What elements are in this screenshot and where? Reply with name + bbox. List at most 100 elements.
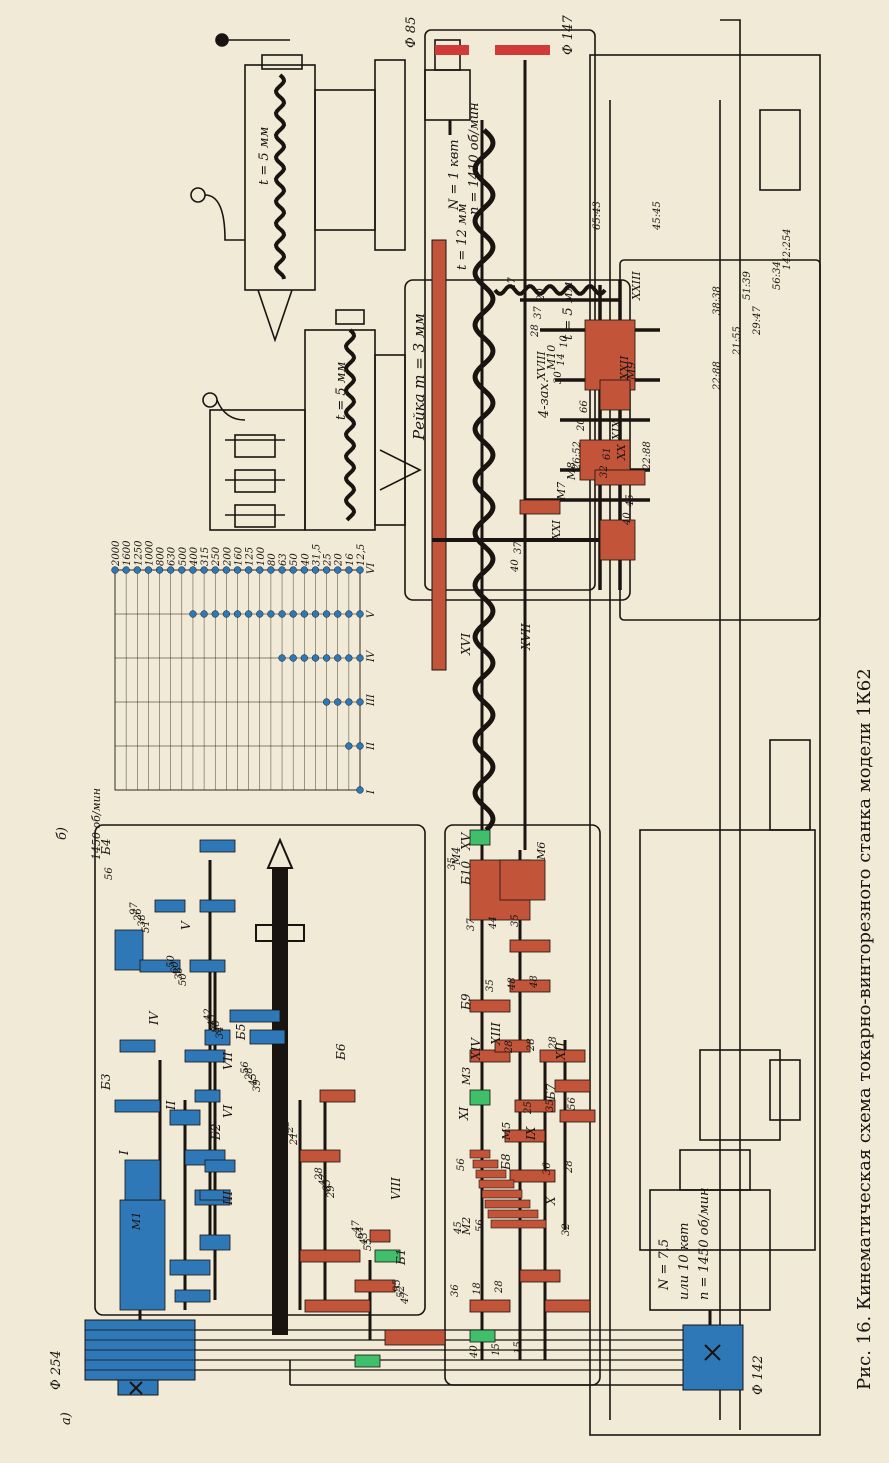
speed-node xyxy=(200,566,208,574)
speed-node xyxy=(334,566,342,574)
gear-number-apron: 20 xyxy=(576,418,587,432)
speed-node xyxy=(356,654,364,662)
gear-number-feed: 56 xyxy=(475,1219,486,1232)
gear-red xyxy=(594,469,646,486)
gear-blue xyxy=(114,929,144,971)
gear-number-apron: 37 xyxy=(513,541,524,554)
speed-node xyxy=(356,742,364,750)
gear-number-headstock: 50 xyxy=(178,973,189,986)
speed-node xyxy=(311,610,320,618)
speed-node xyxy=(345,566,353,574)
gear-blue xyxy=(199,1189,231,1201)
shaft-label-feed: XIII xyxy=(489,1022,503,1046)
speed-rpm-label: 125 xyxy=(245,547,256,566)
clutch-label: М6 xyxy=(535,842,548,861)
shaft-label-apron: XXIII xyxy=(630,271,643,301)
speed-column-label: III xyxy=(366,693,377,707)
gear-number-headstock: 28 xyxy=(314,1167,325,1181)
gear-number-feed: 28 xyxy=(526,1038,537,1052)
shaft-label-feed: XVII xyxy=(519,623,533,651)
gear-number-feed: 28 xyxy=(564,1160,575,1174)
gear-blue xyxy=(119,1039,156,1053)
speed-ratio-label: 22:88 xyxy=(712,361,723,391)
gear-number-headstock: 35 xyxy=(281,1120,292,1133)
gear-number-headstock: 50 xyxy=(166,955,177,968)
speed-node xyxy=(311,654,320,662)
gear-number-apron: 30 xyxy=(553,371,564,384)
speed-node xyxy=(167,566,175,574)
gear-red xyxy=(354,1279,396,1293)
block-label: Б8 xyxy=(499,1153,513,1171)
speed-node xyxy=(222,610,231,618)
speed-node xyxy=(278,654,286,662)
gear-number-feed: 36 xyxy=(450,1284,461,1297)
norton-cone-gears xyxy=(469,1149,547,1229)
gear-red xyxy=(384,1329,446,1346)
speed-node xyxy=(356,698,364,706)
speed-node xyxy=(289,566,297,574)
gear-number-feed: 25 xyxy=(523,1101,534,1115)
shaft-label-headstock: III xyxy=(221,1191,235,1206)
gear-number-headstock: 51 xyxy=(141,920,152,933)
gear-red xyxy=(509,939,551,953)
speed-ratio-label: 45:45 xyxy=(652,201,663,231)
panel-label-b: б) xyxy=(55,827,70,840)
gear-number-headstock: 64 xyxy=(355,1226,366,1239)
speed-node xyxy=(267,566,275,574)
speed-node xyxy=(334,610,342,618)
speed-node xyxy=(345,610,353,618)
lead-screw xyxy=(472,128,496,832)
shaft-label-feed: XV xyxy=(459,831,473,851)
rapid-motor-speed: n = 1410 об/мин xyxy=(467,102,482,215)
speed-rpm-label: 160 xyxy=(234,546,245,566)
gear-number-feed: 44 xyxy=(488,916,499,930)
block-label: Б1 xyxy=(394,1249,408,1266)
gear-number-feed: 56 xyxy=(456,1158,467,1171)
machine-outline xyxy=(94,19,821,1436)
spindle-pulley-label: Ф 254 xyxy=(49,1350,64,1390)
speed-rpm-label: 250 xyxy=(211,546,222,567)
speed-node xyxy=(356,786,364,794)
gear-red xyxy=(539,1049,586,1063)
cone-gear xyxy=(484,1199,531,1209)
speed-rpm-label: 80 xyxy=(267,553,278,566)
gear-red xyxy=(599,379,631,411)
gear-number-headstock: 22 xyxy=(285,1126,296,1140)
speed-node xyxy=(222,566,231,574)
gear-blue xyxy=(154,899,186,913)
gear-number-apron: 37 xyxy=(533,306,544,319)
speed-node xyxy=(189,610,197,618)
gear-blue xyxy=(199,1234,231,1251)
speed-ratio-label: 142:254 xyxy=(782,228,793,270)
block-label: Б5 xyxy=(234,1024,248,1041)
gear-number-feed: 15 xyxy=(513,1341,524,1354)
spindle xyxy=(255,837,305,1335)
speed-column-label: VI xyxy=(366,562,377,574)
speed-rpm-label: 25 xyxy=(323,553,334,567)
speed-node xyxy=(322,566,331,574)
gear-number-headstock: 45 xyxy=(248,1073,259,1087)
clutch-label: М10 xyxy=(545,345,558,371)
speed-node xyxy=(189,566,197,574)
gear-number-apron: 27 xyxy=(507,277,518,291)
speed-node xyxy=(256,610,264,618)
shaft-label-feed: XIV xyxy=(469,1037,483,1061)
speed-rpm-label: 630 xyxy=(167,546,178,566)
speed-node xyxy=(278,610,286,618)
speed-ratio-label: 29:47 xyxy=(752,306,763,336)
speed-node xyxy=(256,566,264,574)
gear-red xyxy=(519,499,561,515)
gear-number-feed: 48 xyxy=(507,977,518,991)
speed-rpm-label: 12,5 xyxy=(356,544,367,566)
speed-rpm-label: 800 xyxy=(156,546,167,566)
gear-number-headstock: 43 xyxy=(359,1232,370,1246)
gear-red xyxy=(584,319,636,391)
speed-node xyxy=(267,610,275,618)
main-motor-speed: n = 1450 об/мин xyxy=(697,1187,712,1300)
panel-label-a: а) xyxy=(59,1412,74,1425)
gear-number-feed: 28 xyxy=(548,1036,559,1050)
block-label: Б7 xyxy=(544,1083,558,1101)
carriage xyxy=(202,309,422,531)
clutch-label: М9 xyxy=(625,362,638,381)
speed-column-label: I xyxy=(366,789,377,795)
